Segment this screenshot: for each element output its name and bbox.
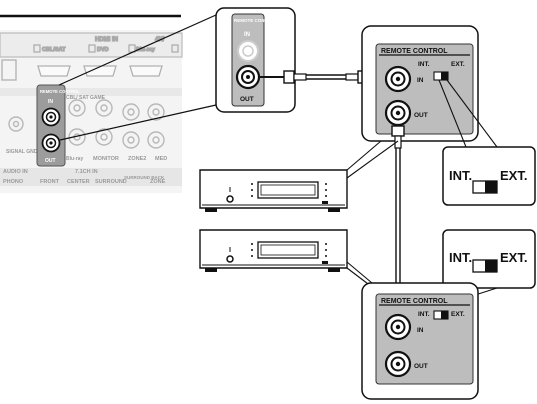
- callout-1-line-b: [446, 79, 498, 148]
- cbl-sat-label: CBL/ SAT: [66, 95, 89, 101]
- callout-2-int-label: INT.: [449, 250, 472, 265]
- device-1-out-label: OUT: [414, 112, 428, 119]
- receiver-out-label: OUT: [45, 158, 56, 164]
- surround-back-label: SURROUND BACK: [124, 175, 165, 180]
- device-2-remote-panel: REMOTE CONTROL INT. EXT. IN OUT: [361, 282, 479, 400]
- zone-label: ZONE: [150, 179, 166, 185]
- hdmi-in-label: HDMI IN: [95, 37, 118, 43]
- callout-2-switch-ext: [472, 259, 498, 273]
- zone2-label: ZONE2: [128, 156, 146, 162]
- front-label: FRONT: [40, 179, 60, 185]
- device-2: [199, 229, 348, 272]
- callout-2-ext-label: EXT.: [500, 250, 527, 265]
- device-2-zoom-line-a: [346, 261, 373, 284]
- hdmi-dvd-label: DVD: [97, 47, 109, 53]
- ch71-in-label: 7.1CH IN: [75, 169, 98, 175]
- zoom-in-jack: [237, 40, 259, 62]
- zoom-line-top: [58, 14, 217, 86]
- switch-callout-2: INT. EXT.: [442, 229, 536, 289]
- game-label: GAME: [90, 95, 106, 101]
- callout-1-ext-label: EXT.: [500, 168, 527, 183]
- device-2-buttons: [251, 243, 328, 264]
- zoom-in-label: IN: [244, 32, 250, 38]
- bluray-video-label: Blu-ray: [66, 156, 83, 162]
- device-2-switch: [433, 310, 449, 320]
- zoom-out-jack: [235, 64, 261, 90]
- switch-callout-1: INT. EXT.: [442, 146, 536, 206]
- hdmi-cbl-sat-label: CBL/SAT: [42, 47, 66, 53]
- device-1-in-label: IN: [417, 77, 424, 84]
- signal-gnd-label: SIGNAL GND: [6, 149, 38, 155]
- callout-1-switch-ext: [472, 180, 498, 194]
- device-1-switch: [433, 71, 449, 81]
- device-2-in-jack: [384, 313, 412, 341]
- receiver-remote-label: REMOTE CONTROL: [40, 89, 80, 94]
- device-1-remote-panel: REMOTE CONTROL INT. EXT. IN OUT: [361, 25, 479, 142]
- receiver-in-label: IN: [48, 99, 53, 105]
- hdmi-bluray-label: Blu-ray: [136, 47, 156, 53]
- device-2-out-label: OUT: [414, 363, 428, 370]
- phono-label: PHONO: [3, 179, 24, 185]
- center-label: CENTER: [67, 179, 90, 185]
- receiver-rear-panel: HDMI IN 4K/ CBL/SAT DVD Blu-ray AUDIO IN…: [0, 14, 183, 193]
- device-1-zoom-line-a: [346, 140, 382, 171]
- zoom-line-bottom: [59, 104, 217, 141]
- device-1: [199, 169, 348, 212]
- zoom-jack-box: REMOTE CONTROL IN OUT: [215, 7, 296, 113]
- audio-in-label: AUDIO IN: [3, 169, 28, 175]
- hdmi-row: HDMI IN 4K/ CBL/SAT DVD Blu-ray: [0, 32, 183, 58]
- zoom-remote-label: REMOTE CONTROL: [234, 18, 277, 23]
- device-1-out-jack: [384, 99, 412, 127]
- device-2-out-jack: [384, 350, 412, 378]
- callout-1-line-a: [438, 79, 467, 148]
- monitor-label: MONITOR: [93, 156, 119, 162]
- device-2-int-label: INT.: [418, 311, 430, 318]
- device-1-in-jack: [384, 65, 412, 93]
- device-2-in-label: IN: [417, 327, 424, 334]
- device-2-remote-label: REMOTE CONTROL: [381, 298, 448, 305]
- med-label: MED: [155, 156, 167, 162]
- device-1-buttons: [251, 183, 328, 204]
- device-1-zoom-line-b: [346, 140, 399, 179]
- device-1-ext-label: EXT.: [451, 61, 465, 68]
- zoom-out-label: OUT: [240, 96, 254, 103]
- device-1-int-label: INT.: [418, 61, 430, 68]
- device-1-remote-label: REMOTE CONTROL: [381, 48, 448, 55]
- receiver-rca-jacks: [8, 99, 165, 149]
- receiver-remote-control-block: REMOTE CONTROL IN OUT: [36, 84, 80, 167]
- surround-label: SURROUND: [95, 179, 127, 185]
- device-2-ext-label: EXT.: [451, 311, 465, 318]
- device-2-display: [257, 241, 319, 259]
- callout-1-int-label: INT.: [449, 168, 472, 183]
- device-1-display: [257, 181, 319, 199]
